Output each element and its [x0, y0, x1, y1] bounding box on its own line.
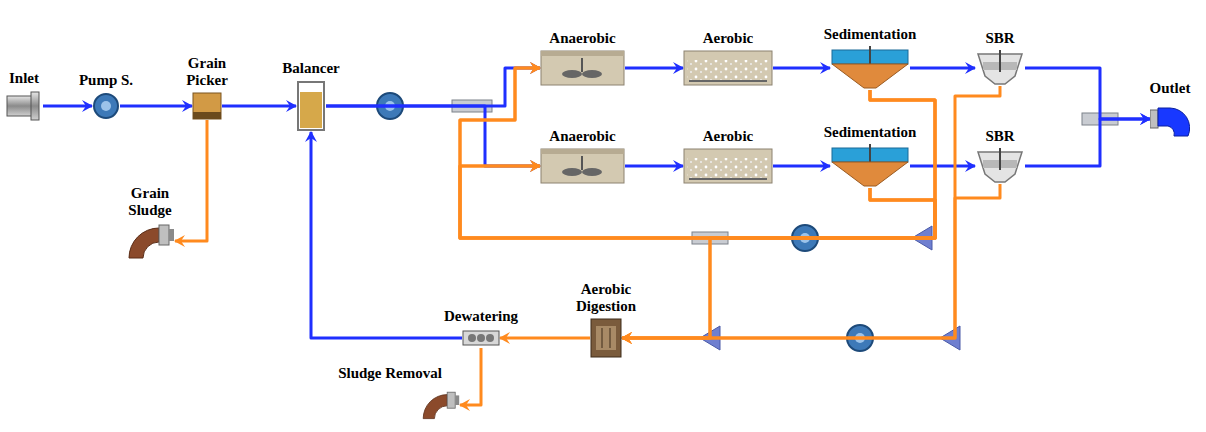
sludge-line [622, 86, 1000, 338]
balancing-tank-icon [296, 80, 326, 132]
water-line [910, 67, 975, 70]
anaerobic-tank-icon [540, 148, 625, 184]
outlet-pipe-icon [1150, 100, 1190, 138]
water-line [43, 105, 92, 108]
sbr-tank: SBR [975, 148, 1025, 184]
unit-label: Sedimentation [824, 26, 917, 43]
sludge-line [622, 188, 935, 338]
clarifier: Sedimentation [830, 46, 910, 90]
sbr-tank: SBR [975, 50, 1025, 86]
water-line [625, 165, 683, 168]
unit-label: Aerobic [703, 30, 754, 47]
anaerobic-tank: Anaerobic [540, 50, 625, 86]
water-line [326, 68, 540, 106]
unit-label: Sedimentation [824, 124, 917, 141]
dewatering-unit: Dewatering [462, 328, 500, 348]
sludge-line [460, 90, 935, 238]
dewatering-unit-icon [462, 328, 500, 348]
aerobic-tank: Aerobic [683, 148, 773, 184]
water-line [1025, 119, 1150, 166]
water-line [222, 105, 296, 108]
sludge-line [460, 348, 481, 405]
aerobic-tank-icon [683, 148, 773, 184]
sludge-line [460, 68, 935, 238]
unit-label: Balancer [282, 60, 340, 77]
unit-label: Pump S. [79, 72, 133, 89]
sbr-tank-icon [975, 50, 1025, 86]
grit-chamber-icon [192, 92, 222, 120]
water-line [910, 165, 975, 168]
sludge-outlet: Sludge Removal [420, 385, 460, 425]
clarifier-icon [830, 144, 910, 188]
water-line [773, 165, 830, 168]
sludge-outlet-icon [125, 222, 175, 260]
unit-label: Aerobic [703, 128, 754, 145]
anaerobic-tank-icon [540, 50, 625, 86]
unit-label: Aerobic Digestion [564, 281, 648, 316]
unit-label: SBR [985, 30, 1014, 47]
outlet-pipe: Outlet [1150, 100, 1190, 138]
unit-label: SBR [985, 128, 1014, 145]
sludge-line [175, 120, 207, 241]
aerobic-tank: Aerobic [683, 50, 773, 86]
unit-label: Inlet [9, 70, 39, 87]
aerobic-tank-icon [683, 50, 773, 86]
unit-label: Outlet [1150, 80, 1191, 97]
sludge-outlet: Grain Sludge [125, 222, 175, 260]
unit-label: Grain Sludge [118, 185, 182, 220]
sludge-line [622, 184, 1000, 338]
unit-label: Dewatering [444, 308, 518, 325]
unit-label: Anaerobic [549, 128, 615, 145]
sludge-line [622, 90, 935, 338]
clarifier-icon [830, 46, 910, 90]
clarifier: Sedimentation [830, 144, 910, 188]
water-line [311, 132, 462, 338]
inlet-pipe: Inlet [5, 90, 43, 122]
sludge-line [460, 68, 935, 238]
grit-chamber: Grain Picker [192, 92, 222, 120]
balancing-tank: Balancer [296, 80, 326, 132]
digester: Aerobic Digestion [590, 318, 622, 358]
pump-station-icon [92, 92, 120, 120]
water-line [773, 67, 830, 70]
unit-label: Grain Picker [175, 55, 239, 90]
sludge-outlet-icon [420, 385, 460, 425]
anaerobic-tank: Anaerobic [540, 148, 625, 184]
water-line [326, 106, 540, 166]
sludge-line [500, 337, 590, 340]
unit-label: Anaerobic [549, 30, 615, 47]
pump-station: Pump S. [92, 92, 120, 120]
water-line [120, 105, 192, 108]
digester-icon [590, 318, 622, 358]
water-line [625, 67, 683, 70]
water-line [1025, 68, 1150, 119]
sbr-tank-icon [975, 148, 1025, 184]
inlet-pipe-icon [5, 90, 43, 122]
unit-label: Sludge Removal [338, 365, 442, 382]
